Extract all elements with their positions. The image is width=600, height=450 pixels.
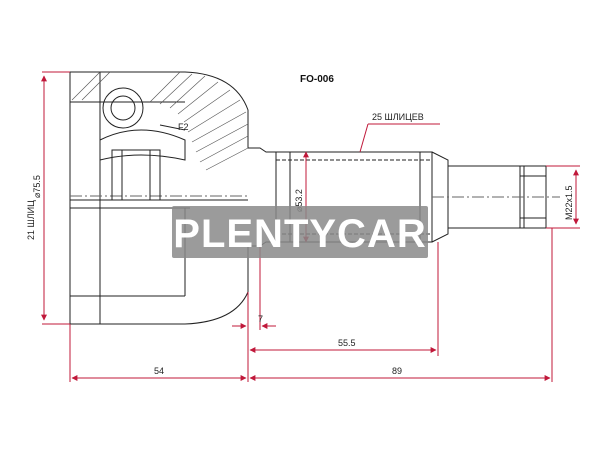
outer-body bbox=[69, 71, 277, 325]
hatch-section bbox=[71, 71, 249, 171]
ball-inner bbox=[110, 95, 136, 121]
watermark-text: PLENTYCAR bbox=[173, 212, 426, 256]
gap-label: 7 bbox=[258, 314, 263, 324]
leader-f2 bbox=[159, 124, 186, 131]
outer-splines-label: 21 ШЛИЦ bbox=[26, 200, 36, 240]
shaft-diameter-label: ⌀53.2 bbox=[294, 189, 304, 212]
stem-length-label: 89 bbox=[392, 366, 402, 376]
cage bbox=[99, 129, 186, 161]
ball-circle bbox=[102, 87, 144, 129]
leader-splines bbox=[359, 123, 369, 153]
f2-label: F2 bbox=[178, 122, 189, 132]
outer-diameter-label: ⌀75.5 bbox=[32, 175, 42, 198]
body-length-label: 54 bbox=[154, 366, 164, 376]
inner-race bbox=[111, 149, 161, 201]
part-outline bbox=[69, 71, 560, 325]
shaft-length-label: 55.5 bbox=[338, 338, 356, 348]
part-number: FO-006 bbox=[300, 74, 334, 85]
watermark: PLENTYCAR bbox=[172, 206, 428, 258]
splines-label: 25 ШЛИЦЕВ bbox=[372, 112, 424, 122]
thread-label: M22x1.5 bbox=[564, 185, 574, 220]
